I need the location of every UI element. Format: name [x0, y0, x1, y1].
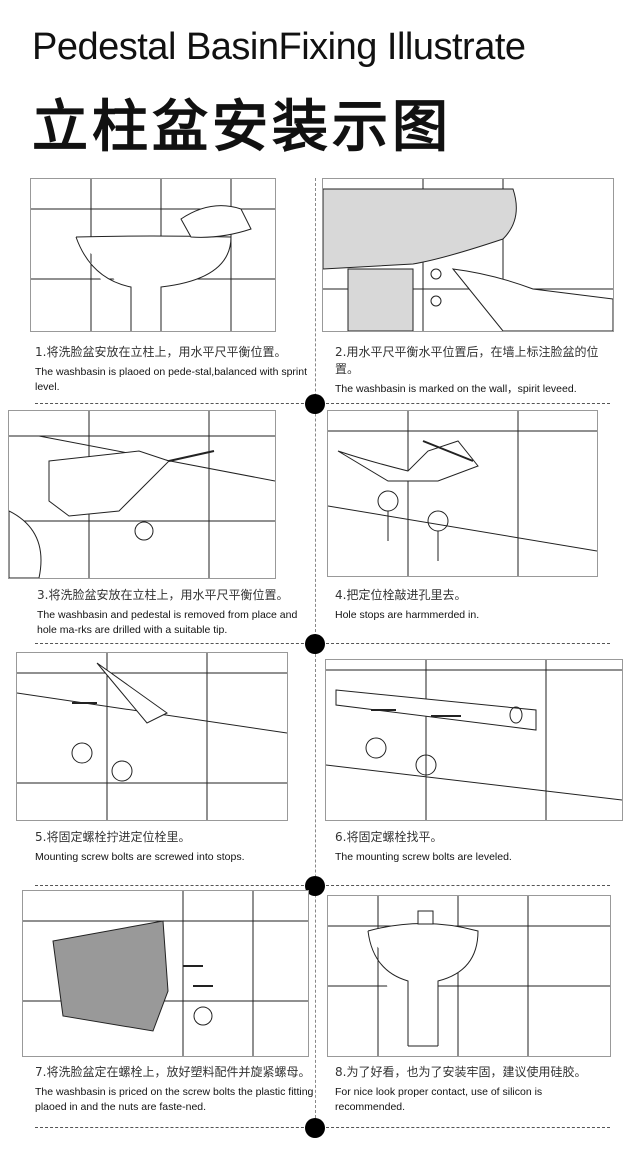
illustration-step-2 [322, 178, 614, 332]
step-en: The mounting screw bolts are leveled. [335, 851, 512, 863]
title-english: Pedestal BasinFixing Illustrate [32, 26, 526, 68]
step-en: Mounting screw bolts are screwed into st… [35, 851, 245, 863]
step-5-caption: 5.将固定螺栓拧进定位栓里。 Mounting screw bolts are s… [35, 828, 315, 865]
step-en: The washbasin is marked on the wall，spir… [335, 383, 577, 395]
divider-dot [305, 394, 325, 414]
illustration-step-6 [325, 659, 623, 821]
step-1-caption: 1.将洗脸盆安放在立柱上，用水平尺平衡位置。 The washbasin is p… [35, 343, 315, 395]
step-cn: 5.将固定螺栓拧进定位栓里。 [35, 830, 191, 844]
step-en: For nice look proper contact, use of sil… [335, 1086, 543, 1113]
title-chinese: 立柱盆安装示图 [32, 95, 452, 160]
illustration-step-4 [327, 410, 598, 577]
divider-dot [305, 876, 325, 896]
step-7-caption: 7.将洗脸盆定在螺栓上，放好塑料配件并旋紧螺母。 The washbasin is… [35, 1063, 315, 1115]
divider-dot [305, 634, 325, 654]
step-6-caption: 6.将固定螺栓找平。 The mounting screw bolts are l… [335, 828, 615, 865]
illustration-step-1 [30, 178, 276, 332]
step-3-caption: 3.将洗脸盆安放在立柱上，用水平尺平衡位置。 The washbasin and … [37, 586, 317, 638]
step-cn: 6.将固定螺栓找平。 [335, 830, 443, 844]
step-cn: 4.把定位栓敲进孔里去。 [335, 588, 467, 602]
step-8-caption: 8.为了好看，也为了安装牢固，建议使用硅胶。 For nice look prop… [335, 1063, 615, 1115]
step-cn: 2.用水平尺平衡水平位置后，在墙上标注脸盆的位置。 [335, 345, 599, 376]
divider-dot [305, 1118, 325, 1138]
step-en: The washbasin is priced on the screw bol… [35, 1086, 314, 1113]
step-en: The washbasin is plaoed on pede-stal,bal… [35, 366, 308, 393]
step-en: Hole stops are harmmerded in. [335, 609, 480, 621]
step-en: The washbasin and pedestal is removed fr… [37, 609, 298, 636]
step-2-caption: 2.用水平尺平衡水平位置后，在墙上标注脸盆的位置。 The washbasin i… [335, 343, 615, 397]
step-cn: 7.将洗脸盆定在螺栓上，放好塑料配件并旋紧螺母。 [35, 1065, 311, 1079]
step-cn: 1.将洗脸盆安放在立柱上，用水平尺平衡位置。 [35, 345, 287, 359]
illustration-step-8 [327, 895, 611, 1057]
step-cn: 3.将洗脸盆安放在立柱上，用水平尺平衡位置。 [37, 588, 289, 602]
illustration-step-5 [16, 652, 288, 821]
step-4-caption: 4.把定位栓敲进孔里去。 Hole stops are harmmerded in… [335, 586, 615, 623]
step-cn: 8.为了好看，也为了安装牢固，建议使用硅胶。 [335, 1065, 587, 1079]
illustration-step-7 [22, 890, 309, 1057]
illustration-step-3 [8, 410, 276, 579]
